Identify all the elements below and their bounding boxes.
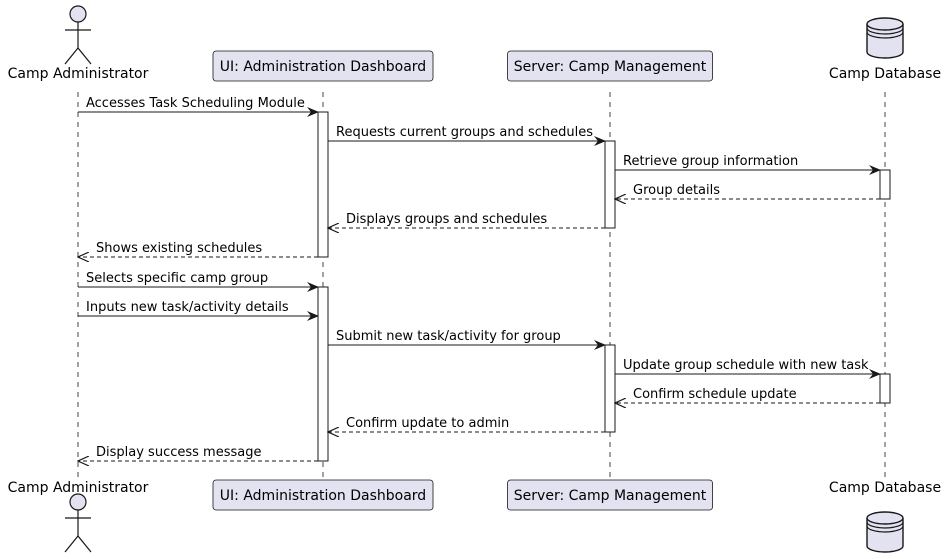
message-label-5: Displays groups and schedules (346, 212, 547, 227)
activation-bar-server (604, 344, 616, 433)
message-label-2: Requests current groups and schedules (336, 125, 593, 140)
participant-label-ui-top: UI: Administration Dashboard (220, 59, 426, 75)
message-label-12: Confirm update to admin (346, 416, 509, 431)
message-label-11: Confirm schedule update (633, 387, 797, 402)
database-label-bottom: Camp Database (829, 480, 941, 496)
database-label-top: Camp Database (829, 66, 941, 82)
activation-bar-server (604, 140, 616, 229)
participant-box-ui-top: UI: Administration Dashboard (212, 50, 434, 82)
database-icon-bottom (866, 511, 904, 553)
message-label-7: Selects specific camp group (86, 271, 268, 286)
participant-label-server-bottom: Server: Camp Management (514, 488, 707, 504)
activation-bar-db (879, 373, 891, 404)
participant-box-server-top: Server: Camp Management (507, 50, 713, 82)
actor-top (64, 5, 92, 65)
message-label-9: Submit new task/activity for group (336, 329, 561, 344)
participant-label-server-top: Server: Camp Management (514, 59, 707, 75)
actor-bottom (64, 493, 92, 553)
message-label-6: Shows existing schedules (96, 241, 262, 256)
activation-bar-db (879, 169, 891, 200)
database-icon-top (866, 17, 904, 59)
actor-label-top: Camp Administrator (8, 66, 149, 82)
message-label-4: Group details (633, 183, 720, 198)
message-label-10: Update group schedule with new task (623, 358, 869, 373)
participant-label-ui-bottom: UI: Administration Dashboard (220, 488, 426, 504)
activation-bar-ui (317, 286, 329, 462)
message-label-1: Accesses Task Scheduling Module (86, 96, 305, 111)
message-label-3: Retrieve group information (623, 154, 798, 169)
message-label-13: Display success message (96, 445, 261, 460)
activation-bar-ui (317, 111, 329, 258)
participant-box-server-bottom: Server: Camp Management (507, 479, 713, 511)
message-label-8: Inputs new task/activity details (86, 300, 289, 315)
actor-label-bottom: Camp Administrator (8, 480, 149, 496)
participant-box-ui-bottom: UI: Administration Dashboard (212, 479, 434, 511)
